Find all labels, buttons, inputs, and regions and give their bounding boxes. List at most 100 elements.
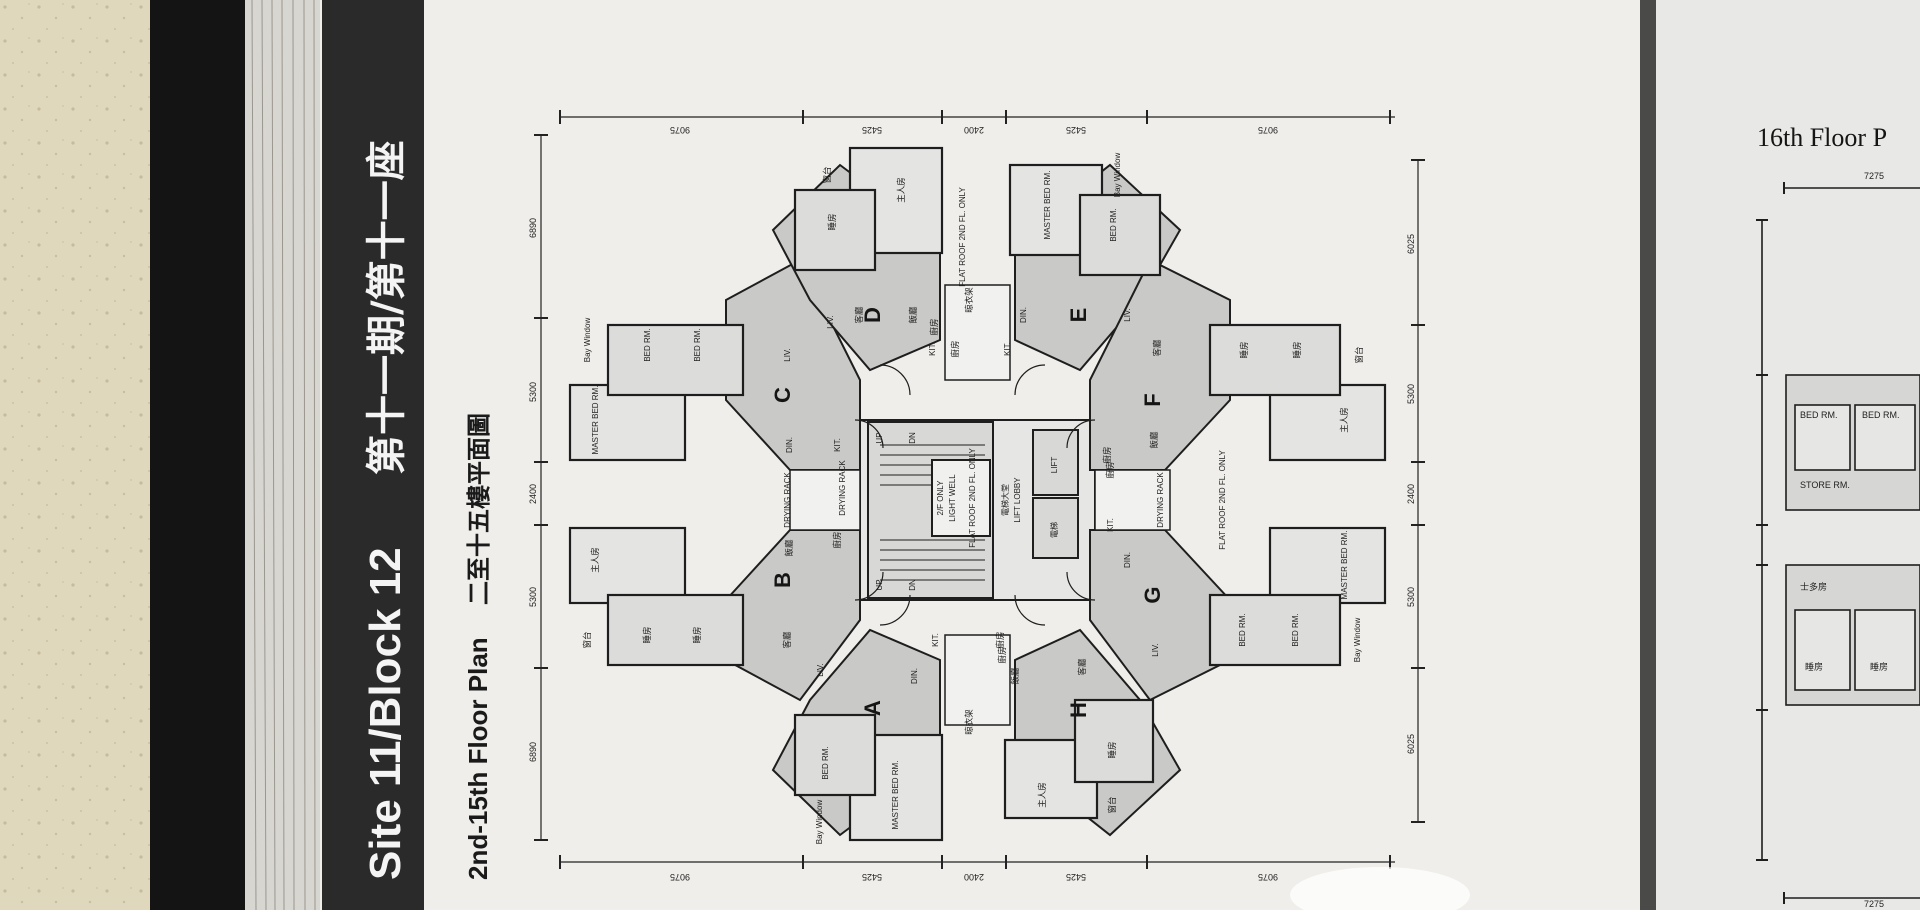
label-liv-G: LIV. xyxy=(1151,643,1160,657)
dim-left-4: 5300 xyxy=(528,587,538,607)
label-kitchen-zh-D: 廚房 xyxy=(929,318,940,335)
label-dining-zh-D: 飯廳 xyxy=(908,306,919,324)
label-bay-E: Bay Window xyxy=(1113,153,1122,198)
light-well xyxy=(931,459,991,537)
label-dining-zh-F: 飯廳 xyxy=(1149,431,1160,449)
label-living-zh-H: 客廳 xyxy=(1077,658,1088,676)
label-drying-B: DRYING RACK xyxy=(838,460,847,516)
label-kitchen-zh-A: 廚房 xyxy=(997,646,1008,663)
label-kitchen-zh-C: 廚房 xyxy=(950,340,961,357)
label-up-2: UP xyxy=(875,579,884,590)
label-master-zh-B: 主人房 xyxy=(590,547,601,573)
floor-plan-title-en: 2nd-15th Floor Plan xyxy=(463,637,493,880)
label-light-well: LIGHT WELL xyxy=(948,474,957,522)
label-drying-F: DRYING RACK xyxy=(1156,472,1165,528)
dim-bottom-2: 5425 xyxy=(862,872,882,882)
label-din-C: DIN. xyxy=(785,437,794,453)
label-dn-1: DN xyxy=(908,432,917,444)
dim-top-2: 5425 xyxy=(862,125,882,135)
unit-label-A: A xyxy=(860,700,885,716)
next-label-bed2: BED RM. xyxy=(1862,410,1900,420)
next-page-title: 16th Floor P xyxy=(1757,123,1887,152)
lift-shaft-1 xyxy=(1032,429,1079,496)
label-wardrobe-zh-D: 晾衣架 xyxy=(964,287,975,313)
wing-A-bed xyxy=(793,713,877,797)
dim-right-2: 5300 xyxy=(1406,384,1416,404)
dim-left-2: 5300 xyxy=(528,382,538,402)
label-master-zh-H: 主人房 xyxy=(1037,782,1048,808)
label-dining-zh-B: 飯廳 xyxy=(784,539,795,557)
dim-bottom-3: 2400 xyxy=(964,872,984,882)
dim-top-3: 2400 xyxy=(964,125,984,135)
label-kit-H: KIT. xyxy=(931,633,940,647)
dim-left-5: 6890 xyxy=(528,742,538,762)
band-title-en: Site 11/Block 12 xyxy=(361,547,410,880)
label-living-zh-D: 客廳 xyxy=(854,306,865,324)
label-kitchen-zh-B: 廚房 xyxy=(832,531,843,548)
floor-plan-title-zh: 二至十五樓平面圖 xyxy=(465,413,493,605)
unit-label-D: D xyxy=(860,307,885,323)
wing-E-bed xyxy=(1078,193,1162,277)
next-label-store: STORE RM. xyxy=(1800,480,1850,490)
label-kit-C: KIT. xyxy=(833,438,842,452)
next-page-drawing xyxy=(1756,182,1920,904)
band-title-zh: 第十一期/第十一座 xyxy=(364,140,410,475)
label-lift-zh: 電梯 xyxy=(1049,522,1059,538)
dimension-lines xyxy=(534,110,1425,869)
label-2f-only: 2/F ONLY xyxy=(936,480,945,516)
unit-label-G: G xyxy=(1140,586,1165,603)
wing-F-bed xyxy=(1208,323,1342,397)
label-master-G: MASTER BED RM. xyxy=(1340,531,1349,600)
label-flat-roof-core: FLAT ROOF 2ND FL. ONLY xyxy=(968,448,977,548)
next-dim-top: 7275 xyxy=(1864,171,1884,181)
label-liv-D: LIV. xyxy=(826,315,835,329)
wing-F-master xyxy=(1268,383,1387,462)
dim-top-1: 9075 xyxy=(670,125,690,135)
label-drying-C: DRYING RACK xyxy=(783,472,792,528)
corridor-DE xyxy=(944,284,1011,381)
unit-label-B: B xyxy=(770,572,795,588)
label-bed-G: BED RM. xyxy=(1238,613,1247,646)
wing-G-master xyxy=(1268,526,1387,605)
next-label-zh2: 睡房 xyxy=(1870,661,1888,673)
label-master-E: MASTER BED RM. xyxy=(1043,171,1052,240)
label-din-H: DIN. xyxy=(910,668,919,684)
label-living-zh-B: 客廳 xyxy=(782,631,793,649)
label-bedroom-zh-F2: 睡房 xyxy=(1292,341,1303,358)
label-flatroof-F: FLAT ROOF 2ND FL. ONLY xyxy=(1218,450,1227,550)
corridor-AH xyxy=(944,634,1011,726)
dim-bottom-4: 5425 xyxy=(1066,872,1086,882)
label-kitchen-zh-G: 廚房 xyxy=(1105,461,1116,478)
label-bay-C: Bay Window xyxy=(583,318,592,363)
label-din-E: DIN. xyxy=(1019,307,1028,323)
dim-right-1: 6025 xyxy=(1406,234,1416,254)
dim-top-5: 9075 xyxy=(1258,125,1278,135)
unit-label-E: E xyxy=(1066,308,1091,323)
next-dim-bottom: 7275 xyxy=(1864,899,1884,909)
label-lift-1: LIFT xyxy=(1050,457,1059,474)
label-bed-E: BED RM. xyxy=(1109,208,1118,241)
dim-right-3: 2400 xyxy=(1406,484,1416,504)
label-liv-E: LIV. xyxy=(1123,308,1132,322)
dim-bottom-5: 9075 xyxy=(1258,872,1278,882)
label-master-C: MASTER BED RM. xyxy=(591,386,600,455)
wing-B-master xyxy=(568,526,687,605)
next-page-shadow xyxy=(1640,0,1656,910)
label-living-zh-F: 客廳 xyxy=(1152,339,1163,357)
next-label-zh1: 睡房 xyxy=(1805,661,1823,673)
label-bedroom-zh-F: 睡房 xyxy=(1239,341,1250,358)
dim-bottom-1: 9075 xyxy=(670,872,690,882)
label-bedroom-zh-D: 睡房 xyxy=(827,213,838,230)
label-bay-zh-D: 窗台 xyxy=(822,166,833,183)
label-bay-A: Bay Window xyxy=(815,800,824,845)
dim-top-4: 5425 xyxy=(1066,125,1086,135)
unit-label-C: C xyxy=(770,387,795,403)
lift-shaft-2 xyxy=(1032,497,1079,559)
label-lobby: LIFT LOBBY xyxy=(1013,477,1022,523)
label-bedroom-zh-H: 睡房 xyxy=(1107,741,1118,758)
label-lobby-zh: 電梯大堂 xyxy=(1000,484,1010,516)
dim-right-5: 6025 xyxy=(1406,734,1416,754)
wing-G-bed xyxy=(1208,593,1342,667)
label-bed-C: BED RM. xyxy=(643,328,652,361)
